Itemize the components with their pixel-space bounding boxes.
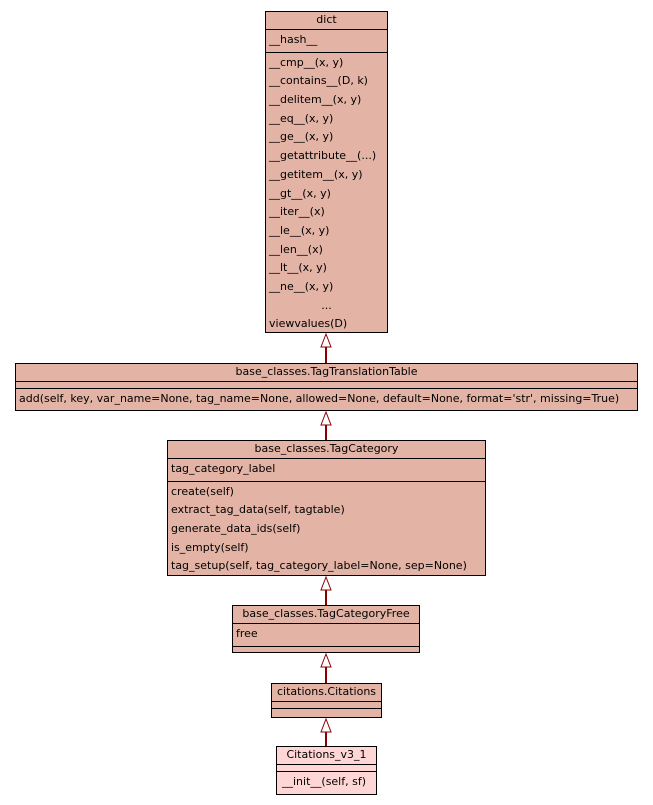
attributes-section: __hash__	[266, 30, 387, 53]
method: extract_tag_data(self, tagtable)	[171, 503, 345, 517]
method: __getattribute__(...)	[269, 149, 377, 163]
attributes-section: free	[233, 624, 419, 647]
method: __cmp__(x, y)	[269, 55, 344, 69]
inherit-arrow-citationsv31-citations	[320, 717, 332, 746]
method: __getitem__(x, y)	[269, 167, 363, 181]
method: __init__(self, sf)	[282, 775, 367, 788]
method: generate_data_ids(self)	[171, 522, 301, 536]
attribute: tag_category_label	[171, 462, 276, 475]
inherit-arrow-citations-tagcategoryfree	[320, 652, 332, 683]
inherit-arrow-tagtranslationtable-dict	[320, 332, 332, 363]
method: __len__(x)	[269, 242, 323, 256]
class-tag-category-free[interactable]: base_classes.TagCategoryFree free	[232, 605, 420, 653]
method: __ge__(x, y)	[269, 130, 334, 144]
inherit-arrow-tagcategoryfree-tagcategory	[320, 575, 332, 605]
method: create(self)	[171, 484, 234, 498]
attributes-section	[277, 765, 376, 772]
method: __le__(x, y)	[269, 223, 330, 237]
methods-section: __init__(self, sf)	[277, 772, 376, 794]
class-title: base_classes.TagCategoryFree	[233, 606, 419, 624]
methods-section: __cmp__(x, y) __contains__(D, k) __delit…	[266, 53, 387, 336]
attribute: __hash__	[269, 33, 318, 46]
method: add(self, key, var_name=None, tag_name=N…	[19, 392, 620, 405]
methods-section: create(self) extract_tag_data(self, tagt…	[168, 482, 485, 578]
class-title: citations.Citations	[272, 684, 381, 702]
class-dict[interactable]: dict __hash__ __cmp__(x, y) __contains__…	[265, 11, 388, 333]
method: __lt__(x, y)	[269, 261, 327, 275]
class-citations[interactable]: citations.Citations	[271, 683, 382, 718]
method: viewvalues(D)	[269, 317, 348, 331]
method: tag_setup(self, tag_category_label=None,…	[171, 559, 467, 573]
class-citations-v3-1[interactable]: Citations_v3_1 __init__(self, sf)	[276, 746, 377, 795]
method: __iter__(x)	[269, 205, 325, 219]
method: __delitem__(x, y)	[269, 93, 362, 107]
method: __contains__(D, k)	[269, 74, 368, 88]
method: __eq__(x, y)	[269, 111, 334, 125]
methods-section: add(self, key, var_name=None, tag_name=N…	[16, 389, 637, 411]
class-tag-translation-table[interactable]: base_classes.TagTranslationTable add(sel…	[15, 363, 638, 411]
class-title: base_classes.TagCategory	[168, 441, 485, 459]
class-title: base_classes.TagTranslationTable	[16, 364, 637, 382]
method: __ne__(x, y)	[269, 279, 334, 293]
class-title: dict	[266, 12, 387, 30]
method: __gt__(x, y)	[269, 186, 331, 200]
method-ellipsis: ...	[321, 298, 332, 312]
attributes-section: tag_category_label	[168, 459, 485, 482]
class-title: Citations_v3_1	[277, 747, 376, 765]
attributes-section	[16, 382, 637, 389]
inherit-arrow-tagcategory-tagtranslationtable	[320, 410, 332, 440]
attributes-section	[272, 702, 381, 709]
method: is_empty(self)	[171, 540, 249, 554]
class-tag-category[interactable]: base_classes.TagCategory tag_category_la…	[167, 440, 486, 576]
attribute: free	[236, 627, 258, 640]
